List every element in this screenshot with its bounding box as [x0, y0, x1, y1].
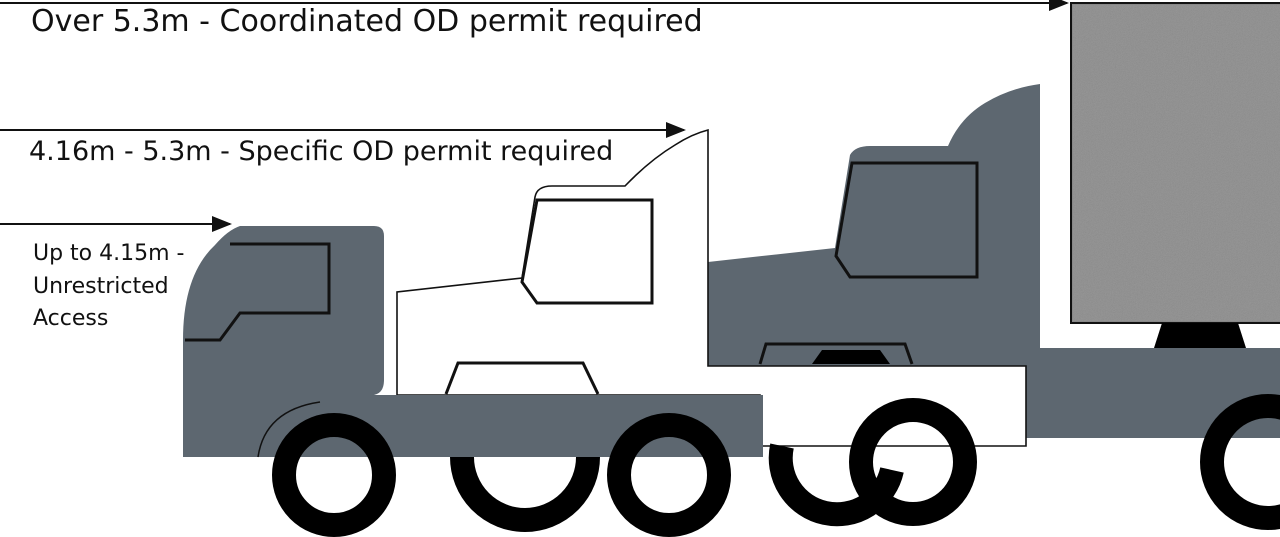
- truck-tall: [708, 2, 1280, 438]
- medium-cab-window: [520, 198, 654, 305]
- wheel: [272, 413, 396, 537]
- label-over-5-3m: Over 5.3m - Coordinated OD permit requir…: [31, 4, 703, 39]
- wheel: [450, 456, 600, 532]
- medium-cab: [396, 128, 1027, 447]
- wheel: [607, 413, 731, 537]
- wheels: [272, 394, 1280, 537]
- wheel: [849, 398, 977, 526]
- wheel: [1200, 394, 1280, 530]
- truck-medium: [396, 128, 1027, 447]
- truck-small: [183, 226, 763, 458]
- label-specific-permit: 4.16m - 5.3m - Specific OD permit requir…: [29, 136, 614, 167]
- tall-cab-window: [834, 161, 979, 279]
- label-unrestricted-access: Up to 4.15m - Unrestricted Access: [33, 241, 185, 332]
- small-cab-window: [185, 242, 331, 342]
